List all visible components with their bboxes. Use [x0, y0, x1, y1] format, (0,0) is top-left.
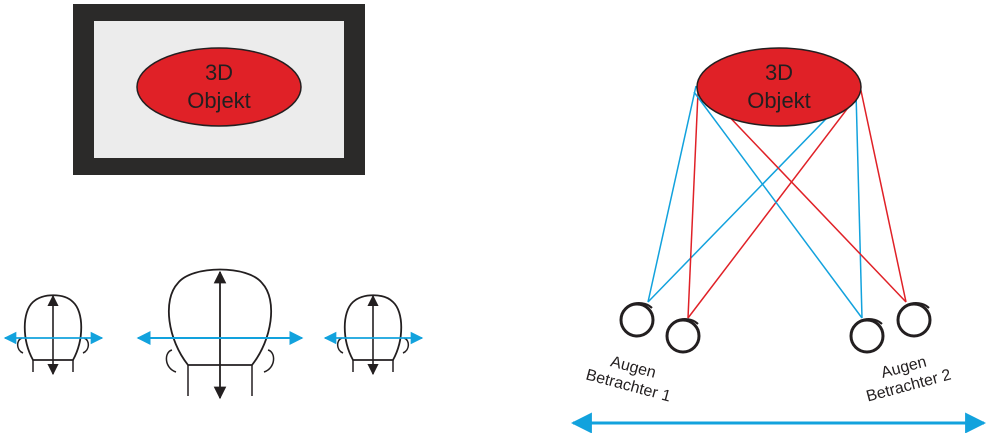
screen-object-label-line2: Objekt — [187, 88, 251, 113]
head-small-left — [3, 294, 104, 376]
scene-object-label-line1: 3D — [765, 60, 793, 85]
screen-object-label-line1: 3D — [205, 60, 233, 85]
head-small-right — [323, 294, 424, 376]
display-screen: 3D Objekt — [73, 4, 365, 175]
eye-viewer2-left-icon — [849, 318, 885, 354]
eye-viewer1-right-icon — [665, 318, 701, 354]
scene-3d-object: 3D Objekt — [696, 47, 862, 127]
viewer2-label: Augen Betrachter 2 — [864, 353, 953, 405]
head-large-center — [136, 268, 304, 400]
scene-object-label-line2: Objekt — [747, 88, 811, 113]
eyes-viewer-1 — [619, 302, 701, 354]
eye-viewer1-left-icon — [619, 302, 655, 338]
eyes-viewer-2 — [849, 302, 932, 354]
screen-3d-object — [136, 47, 302, 127]
eye-viewer2-right-icon — [896, 302, 932, 338]
sight-lines — [647, 85, 907, 319]
viewer1-label: Augen Betrachter 1 — [584, 353, 673, 405]
